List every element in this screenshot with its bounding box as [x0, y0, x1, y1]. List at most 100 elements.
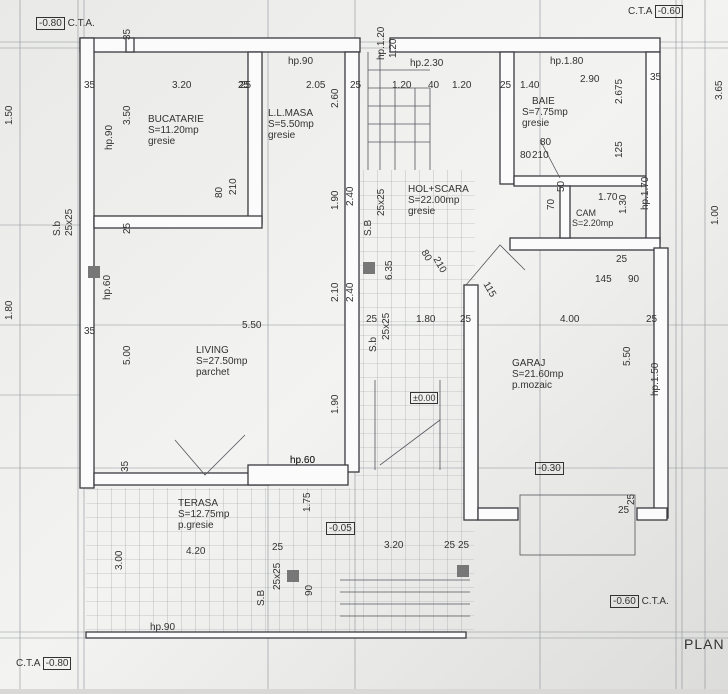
dimension-label: 1.90 [330, 394, 341, 414]
level-value: -0.80 [36, 17, 65, 30]
room-llmasa: L.L.MASA S=5.50mp gresie [268, 108, 314, 141]
dimension-label: hp.60 [290, 455, 316, 466]
dimension-label: 5.00 [122, 345, 133, 365]
dimension-label: 80 [520, 150, 532, 161]
dimension-label: 25x25 [272, 562, 283, 590]
room-area: S=27.50mp [196, 356, 248, 367]
level-value: -0.60 [654, 5, 684, 18]
room-area: S=22.00mp [408, 195, 460, 206]
dimension-label: 1.70 [598, 192, 618, 203]
room-finish: gresie [522, 118, 550, 129]
room-name: GARAJ [512, 358, 546, 369]
dimension-label: 25 [458, 540, 470, 551]
room-bucatarie: BUCATARIE S=11.20mp gresie [148, 114, 204, 147]
dimension-label: S.b [368, 336, 379, 352]
dimension-label: 3.65 [714, 80, 725, 100]
dimension-label: 35 [122, 28, 133, 40]
level-label: C.T.A. [641, 596, 669, 607]
dimension-label: 2.90 [580, 74, 600, 85]
dimension-label: 1.90 [330, 190, 341, 210]
dimension-label: 1.20 [452, 80, 472, 91]
dimension-label: hp.60 [102, 274, 113, 300]
dimension-label: 4.20 [186, 546, 206, 557]
room-area: S=12.75mp [178, 509, 230, 520]
stair-level: ±0.00 [410, 392, 439, 404]
dimension-label: 6.35 [384, 260, 395, 280]
dimension-label: 5.50 [622, 346, 633, 366]
dimension-label: hp.1.70 [640, 176, 651, 210]
dimension-label: 1.00 [710, 205, 721, 225]
garage-door-outline [519, 494, 636, 556]
hall-tiling [355, 170, 475, 488]
dimension-label: 90 [304, 584, 315, 596]
room-finish: gresie [148, 136, 176, 147]
dimension-label: 80 [214, 186, 225, 198]
dimension-label: 35 [84, 326, 96, 337]
room-name: TERASA [178, 498, 219, 509]
level-box-bottom-right: -0.60 C.T.A. [610, 595, 669, 608]
room-area: S=5.50mp [268, 119, 314, 130]
dimension-label: 1.80 [4, 300, 15, 320]
room-name: BAIE [532, 96, 555, 107]
dimension-label: 1.30 [618, 194, 629, 214]
room-cam: CAM S=2.20mp [572, 208, 613, 228]
terrace-level: -0.05 [326, 522, 355, 535]
dimension-label: 2.05 [306, 80, 326, 91]
room-garaj: GARAJ S=21.60mp p.mozaic [512, 358, 563, 391]
dimension-label: 2.40 [345, 282, 356, 302]
level-box-top-left: -0.80 C.T.A. [36, 17, 95, 30]
dimension-label: 210 [532, 150, 549, 161]
dimension-label: 25 [626, 493, 637, 505]
dimension-label: 1.20 [388, 38, 399, 58]
dimension-label: S.B [256, 589, 267, 606]
room-area: S=11.20mp [148, 125, 199, 136]
dimension-label: 25 [460, 314, 472, 325]
door-swings [174, 139, 561, 476]
room-finish: p.mozaic [512, 380, 553, 391]
dimension-label: 25 [500, 80, 512, 91]
dimension-label: 1.80 [416, 314, 436, 325]
room-area: S=21.60mp [512, 369, 564, 380]
dimension-label: 25 [122, 222, 133, 234]
dimension-label: 80 [540, 137, 552, 148]
dimension-label: 25 [238, 80, 250, 91]
room-name: L.L.MASA [268, 108, 314, 119]
room-name: CAM [576, 208, 596, 218]
dimension-label: 25 [616, 254, 628, 265]
room-finish: gresie [408, 206, 436, 217]
dimension-label: hp.1.80 [550, 56, 584, 67]
room-area: S=7.75mp [522, 107, 568, 118]
dimension-label: 2.10 [330, 282, 341, 302]
room-name: LIVING [196, 345, 229, 356]
dimension-label: 125 [614, 141, 625, 158]
dimension-label: hp.2.30 [410, 58, 444, 69]
dimension-label: 25x25 [376, 188, 387, 216]
level-value: -0.80 [42, 657, 72, 670]
dimension-label: 3.20 [384, 540, 404, 551]
dimension-label: hp.1.50 [650, 362, 661, 396]
dimension-label: 40 [428, 80, 440, 91]
dimension-label: 35 [84, 80, 96, 91]
room-finish: parchet [196, 367, 230, 378]
room-terasa: TERASA S=12.75mp p.gresie [178, 498, 229, 531]
dimension-label: 1.75 [302, 492, 313, 512]
dimension-label: 90 [628, 274, 640, 285]
dimension-label: 3.20 [172, 80, 192, 91]
garage-level: -0.30 [535, 462, 564, 475]
plan-title: PLAN [684, 636, 725, 652]
room-baie: BAIE S=7.75mp gresie [522, 96, 568, 129]
dimension-label: hp.1.20 [376, 26, 387, 60]
room-area: S=2.20mp [572, 218, 614, 228]
dimension-label: 25 [444, 540, 456, 551]
room-finish: gresie [268, 130, 296, 141]
dimension-label: 1.50 [4, 105, 15, 125]
level-box-bottom-left: C.T.A -0.80 [16, 657, 72, 670]
dimension-label: 25 [238, 80, 250, 91]
dimension-label: hp.60 [290, 455, 316, 466]
room-hol-scara: HOL+SCARA S=22.00mp gresie [408, 184, 469, 217]
room-finish: p.gresie [178, 520, 214, 531]
dimension-label: 25x25 [64, 208, 75, 236]
dimension-label: 35 [650, 72, 662, 83]
